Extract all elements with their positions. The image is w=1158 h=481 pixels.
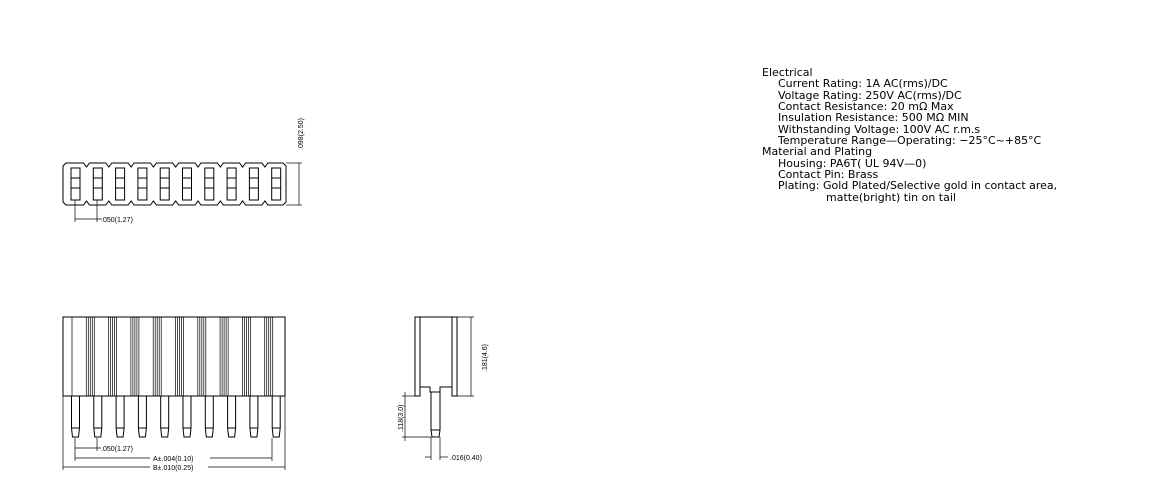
cell-outline (271, 167, 282, 201)
side-body-height-label: .181(4.6) (482, 344, 489, 372)
pin (137, 396, 147, 438)
spec-withstanding-voltage: Withstanding Voltage: 100V AC r.m.s (778, 123, 980, 136)
spec-plating: Plating: Gold Plated/Selective gold in c… (778, 179, 1057, 192)
contact-cell (70, 167, 81, 201)
b-dim-label: B±.010(0.25) (153, 465, 193, 472)
contact-cell (248, 167, 259, 201)
pin (71, 396, 80, 438)
spec-contact-pin: Contact Pin: Brass (778, 168, 878, 181)
front-view: .050(1.27) A±.004(0.10) B±.010(0.25) (62, 316, 286, 472)
side-pin-width-label: .016(0.40) (450, 455, 482, 462)
pin (182, 396, 192, 438)
front-view-body (62, 316, 286, 397)
contact-cell (182, 167, 192, 201)
top-height-label: .098(2.50) (298, 118, 305, 150)
cell-outline (137, 167, 148, 201)
material-heading: Material and Plating (762, 145, 872, 158)
electrical-heading: Electrical (762, 66, 813, 79)
pin (271, 396, 281, 438)
contact-cell (204, 167, 215, 201)
a-dim-label: A±.004(0.10) (153, 456, 193, 463)
spec-temperature: Temperature Range—Operating: −25°C~+85°C (777, 134, 1042, 147)
cell-outline (115, 167, 126, 201)
pin (160, 396, 170, 438)
pin (93, 396, 103, 438)
top-view: .098(2.50) .050(1.27) (62, 118, 305, 224)
contact-cell (159, 167, 170, 201)
cell-outline (92, 167, 103, 201)
contact-cell (115, 167, 126, 201)
front-pitch-label: .050(1.27) (101, 446, 133, 453)
contact-cell (92, 167, 103, 201)
contact-cell (226, 167, 237, 201)
spec-voltage: Voltage Rating: 250V AC(rms)/DC (778, 89, 962, 102)
cell-outline (70, 167, 81, 201)
spec-plating-continued: matte(bright) tin on tail (826, 191, 956, 204)
side-view-body (414, 316, 458, 397)
spec-contact-resistance: Contact Resistance: 20 mΩ Max (778, 100, 954, 113)
cell-outline (226, 167, 237, 201)
contact-cell (137, 167, 148, 201)
pin (204, 396, 214, 438)
spec-housing: Housing: PA6T( UL 94V—0) (778, 157, 926, 170)
spec-insulation-resistance: Insulation Resistance: 500 MΩ MIN (778, 111, 969, 124)
side-pin (430, 392, 441, 438)
side-view: .181(4.6) .118(3.0) .016(0.40) (398, 316, 489, 462)
side-tail-length-label: .118(3.0) (398, 405, 405, 433)
pin (115, 396, 125, 438)
pin (227, 396, 237, 438)
top-view-outline (62, 162, 287, 206)
pin (249, 396, 259, 438)
cell-outline (248, 167, 259, 201)
specifications: Electrical Current Rating: 1A AC(rms)/DC… (762, 66, 1057, 204)
cell-outline (182, 167, 192, 201)
spec-current: Current Rating: 1A AC(rms)/DC (778, 77, 948, 90)
cell-outline (159, 167, 170, 201)
top-pitch-label: .050(1.27) (101, 217, 133, 224)
cell-outline (204, 167, 215, 201)
contact-cell (271, 167, 282, 201)
